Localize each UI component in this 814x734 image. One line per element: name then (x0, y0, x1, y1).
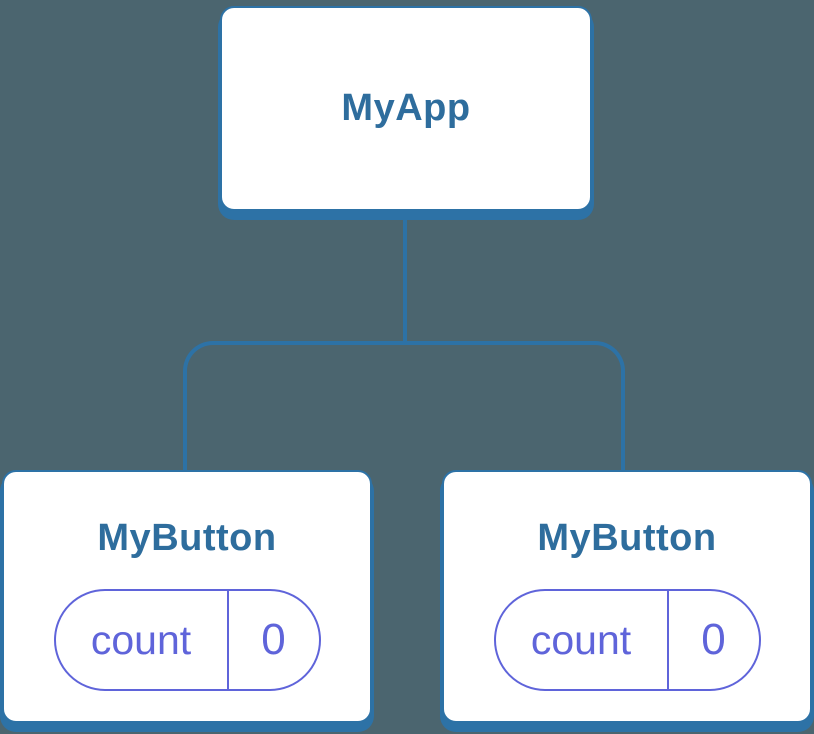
state-key-left: count (56, 591, 229, 689)
state-value-right: 0 (701, 615, 726, 664)
node-label-mybutton-left: MyButton (97, 517, 277, 559)
node-label-myapp: MyApp (341, 87, 471, 129)
state-key-right: count (496, 591, 669, 689)
state-pill-left: count 0 (53, 589, 321, 691)
node-label-mybutton-right: MyButton (537, 517, 717, 559)
state-value-left: 0 (261, 615, 286, 664)
connector-branch (183, 341, 625, 471)
connector-root-stem (403, 209, 407, 345)
component-node-mybutton-right: MyButton count 0 (442, 470, 812, 723)
component-node-myapp: MyApp (220, 6, 592, 211)
component-node-mybutton-left: MyButton count 0 (2, 470, 372, 723)
state-pill-right: count 0 (493, 589, 761, 691)
